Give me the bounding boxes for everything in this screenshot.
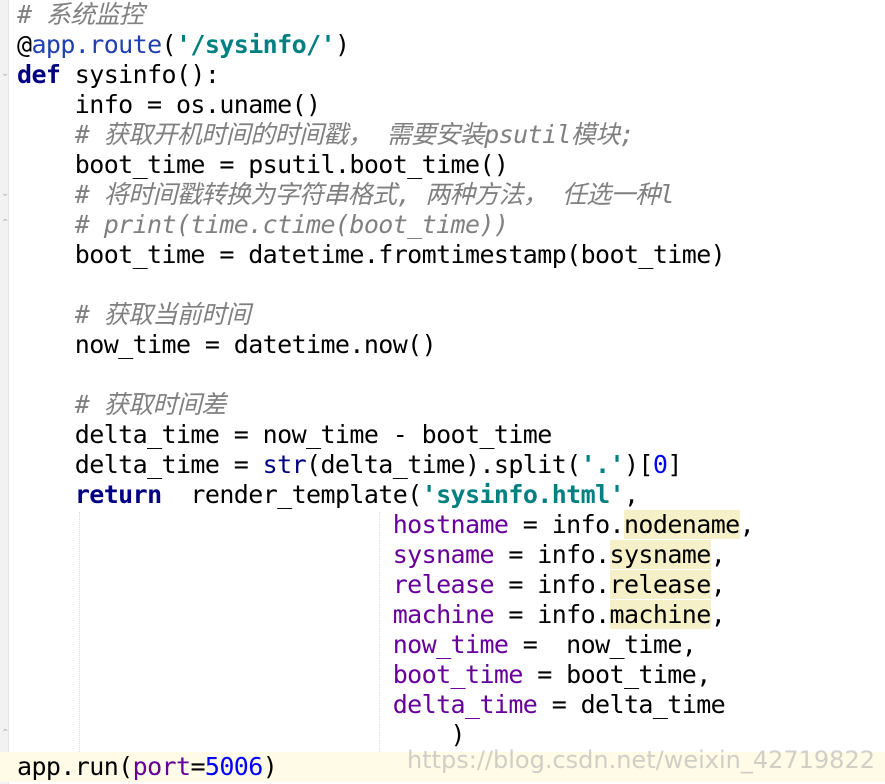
code-line-3: def sysinfo(): xyxy=(17,60,220,90)
comment: # 获取开机时间的时间戳， 需要安装psutil模块; xyxy=(17,120,635,149)
indent xyxy=(17,690,393,719)
keyword-argument: machine xyxy=(392,600,495,629)
comment: # 将时间戳转换为字符串格式, 两种方法， 任选一种l xyxy=(17,180,675,209)
code-text: = xyxy=(190,752,205,781)
indent xyxy=(17,600,393,629)
code-line-7: # 将时间戳转换为字符串格式, 两种方法， 任选一种l xyxy=(17,180,675,210)
code-line-21: machine = info.machine, xyxy=(17,600,726,630)
keyword-argument: hostname xyxy=(392,510,509,539)
indent xyxy=(17,540,393,569)
highlighted-attribute: nodename xyxy=(623,510,740,539)
code-text: , xyxy=(710,540,726,569)
watermark-text: https://blog.csdn.net/weixin_42719822 xyxy=(406,746,875,774)
comment: # 系统监控 xyxy=(17,0,144,29)
code-text: render_template( xyxy=(161,480,422,509)
code-line-18: hostname = info.nodename, xyxy=(17,510,755,540)
code-text: = boot_time, xyxy=(522,660,711,689)
code-text: )[ xyxy=(623,450,654,479)
keyword-argument: release xyxy=(392,570,495,599)
code-line-24: delta_time = delta_time xyxy=(17,690,726,720)
string-literal: '/sysinfo/' xyxy=(175,30,336,59)
code-line-15: delta_time = now_time - boot_time xyxy=(17,420,553,450)
code-line-23: boot_time = boot_time, xyxy=(17,660,712,690)
keyword-argument: now_time xyxy=(392,630,509,659)
code-text: , xyxy=(710,570,726,599)
code-text: = info. xyxy=(508,510,625,539)
code-text: , xyxy=(710,600,726,629)
decorator-at: @ xyxy=(17,30,32,59)
string-literal: 'sysinfo.html' xyxy=(421,480,625,509)
code-text: info = os.uname() xyxy=(17,90,321,119)
keyword-argument: delta_time xyxy=(392,690,538,719)
code-line-26-current[interactable]: app.run(port=5006) xyxy=(0,752,885,782)
code-text: sysinfo(): xyxy=(60,60,220,89)
decorator-name: app.route xyxy=(31,30,162,59)
code-line-17: return render_template('sysinfo.html', xyxy=(17,480,639,510)
code-text: now_time = datetime.now() xyxy=(17,330,437,359)
code-text: = now_time, xyxy=(508,630,697,659)
fold-marker-icon[interactable]: ⌃ xyxy=(1,728,10,739)
code-text: ] xyxy=(667,450,682,479)
code-text: , xyxy=(623,480,639,509)
code-text: = delta_time xyxy=(537,690,726,719)
code-text: app.run( xyxy=(17,752,133,781)
code-line-8: # print(time.ctime(boot_time)) xyxy=(17,210,509,240)
indent xyxy=(17,510,393,539)
paren: ) xyxy=(334,30,350,59)
code-text: boot_time = datetime.fromtimestamp(boot_… xyxy=(17,240,726,269)
code-line-6: boot_time = psutil.boot_time() xyxy=(17,150,509,180)
fold-marker-icon[interactable]: ⌄ xyxy=(1,188,10,199)
keyword-argument: boot_time xyxy=(392,660,524,689)
indent xyxy=(17,630,393,659)
code-text: (delta_time).split( xyxy=(306,450,581,479)
code-line-14: # 获取时间差 xyxy=(17,390,227,420)
builtin-str: str xyxy=(262,450,307,479)
code-line-9: boot_time = datetime.fromtimestamp(boot_… xyxy=(17,240,726,270)
keyword-def: def xyxy=(17,60,61,89)
keyword-argument: port xyxy=(132,752,191,781)
number-literal: 0 xyxy=(652,450,668,479)
code-text: , xyxy=(739,510,755,539)
indent xyxy=(17,570,393,599)
code-line-1: # 系统监控 xyxy=(17,0,144,30)
code-line-11: # 获取当前时间 xyxy=(17,300,251,330)
highlighted-attribute: release xyxy=(609,570,711,599)
fold-marker-icon[interactable]: ⌄ xyxy=(1,68,10,79)
indent xyxy=(17,480,75,509)
indent xyxy=(17,660,393,689)
code-text: boot_time = psutil.boot_time() xyxy=(17,150,509,179)
code-text: delta_time = xyxy=(17,450,263,479)
code-line-19: sysname = info.sysname, xyxy=(17,540,726,570)
code-line-22: now_time = now_time, xyxy=(17,630,697,660)
code-line-16: delta_time = str(delta_time).split('.')[… xyxy=(17,450,683,480)
code-line-25: ) xyxy=(17,720,466,750)
code-line-4: info = os.uname() xyxy=(17,90,321,120)
code-line-20: release = info.release, xyxy=(17,570,726,600)
number-literal: 5006 xyxy=(204,752,263,781)
editor-gutter: ⌄ ⌄ ⌃ ⌃ xyxy=(0,0,9,784)
comment: # 获取时间差 xyxy=(17,390,227,419)
highlighted-attribute: machine xyxy=(609,600,711,629)
code-text: ) xyxy=(262,752,278,781)
keyword-return: return xyxy=(74,480,162,509)
code-text: delta_time = now_time - boot_time xyxy=(17,420,553,449)
comment: # print(time.ctime(boot_time)) xyxy=(17,210,509,239)
indent-guide xyxy=(79,512,80,752)
comment: # 获取当前时间 xyxy=(17,300,251,329)
code-text: ) xyxy=(17,720,466,749)
code-line-12: now_time = datetime.now() xyxy=(17,330,437,360)
indent-guide xyxy=(379,512,380,752)
highlighted-attribute: sysname xyxy=(609,540,711,569)
keyword-argument: sysname xyxy=(392,540,495,569)
code-text: = info. xyxy=(493,600,610,629)
code-text: = info. xyxy=(493,570,610,599)
fold-marker-icon[interactable]: ⌃ xyxy=(1,218,10,229)
paren: ( xyxy=(161,30,177,59)
code-line-2: @app.route('/sysinfo/') xyxy=(17,30,350,60)
code-line-5: # 获取开机时间的时间戳， 需要安装psutil模块; xyxy=(17,120,635,150)
code-text: = info. xyxy=(493,540,610,569)
string-literal: '.' xyxy=(580,450,625,479)
